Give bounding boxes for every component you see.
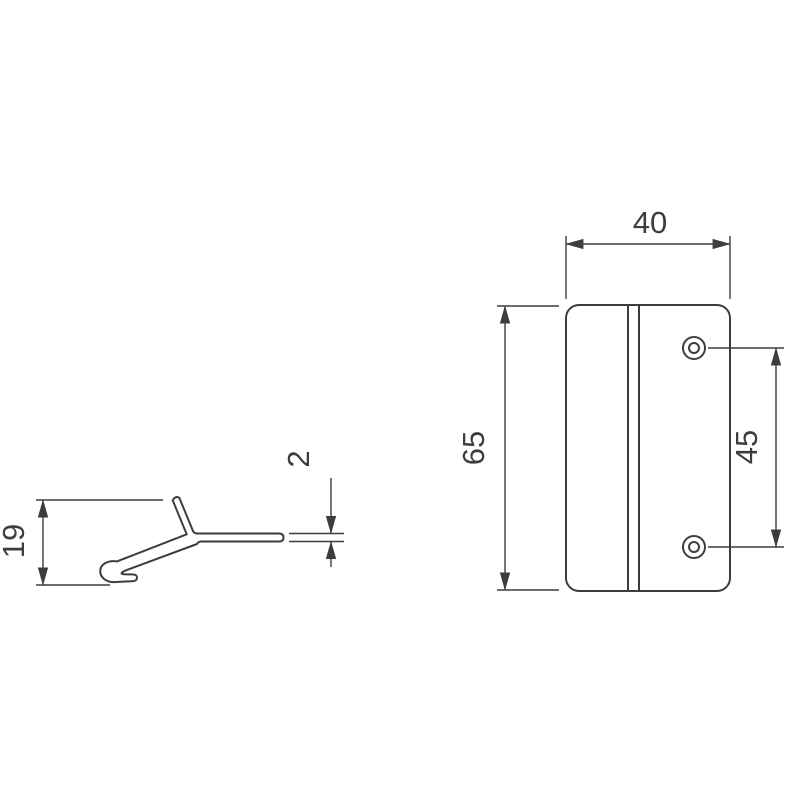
profile-outline bbox=[99, 496, 285, 584]
dimension-hole-spacing: 45 bbox=[708, 347, 784, 548]
screw-hole-top-outer bbox=[682, 336, 706, 360]
screw-hole-bottom-inner bbox=[688, 541, 700, 553]
screw-hole-bottom-outer bbox=[682, 535, 706, 559]
dimension-profile-thickness: 2 bbox=[281, 450, 344, 567]
dimension-plate-width: 40 bbox=[565, 205, 731, 299]
dimension-plate-height: 65 bbox=[456, 305, 559, 591]
dimension-label-profile-thickness: 2 bbox=[281, 450, 316, 467]
dimension-label-plate-height: 65 bbox=[456, 431, 491, 465]
dimension-label-hole-spacing: 45 bbox=[729, 430, 764, 464]
dimension-label-plate-width: 40 bbox=[633, 205, 667, 240]
side-profile-view bbox=[99, 496, 285, 584]
dimension-profile-height: 19 bbox=[0, 499, 163, 586]
dimension-label-profile-height: 19 bbox=[0, 524, 31, 558]
screw-hole-top-inner bbox=[688, 342, 700, 354]
plate-outline bbox=[565, 304, 731, 592]
front-plate-view bbox=[565, 304, 731, 592]
